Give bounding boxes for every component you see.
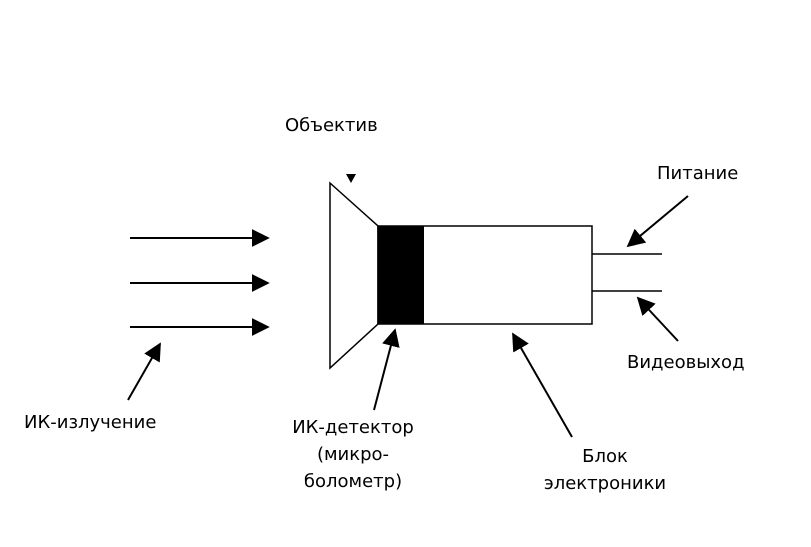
power-label: Питание: [657, 163, 739, 184]
ir-detector-shape: [378, 226, 424, 324]
ir-detector-label-line-1: ИК-детектор: [292, 417, 414, 438]
electronics-label-line-2: электроники: [543, 473, 667, 494]
ir-detector-label: ИК-детектор (микро- болометр): [268, 414, 438, 495]
lens-label: Объектив: [285, 115, 378, 136]
video-pointer-arrow: [636, 296, 679, 342]
lens-pointer-icon: [346, 174, 356, 183]
ir-radiation-pointer-arrow: [127, 342, 161, 401]
video-output-label: Видеовыход: [627, 352, 745, 373]
electronics-label: Блок электроники: [535, 443, 675, 497]
ir-detector-label-line-3: болометр): [303, 471, 403, 492]
detector-pointer-arrow: [373, 328, 400, 411]
lens-shape: [329, 181, 379, 370]
power-pointer-arrow: [626, 195, 689, 248]
electronics-pointer-arrow: [512, 332, 573, 438]
ir-detector-label-line-2: (микро-: [316, 444, 390, 465]
electronics-label-line-1: Блок: [582, 446, 628, 467]
ir-radiation-label: ИК-излучение: [24, 412, 157, 433]
